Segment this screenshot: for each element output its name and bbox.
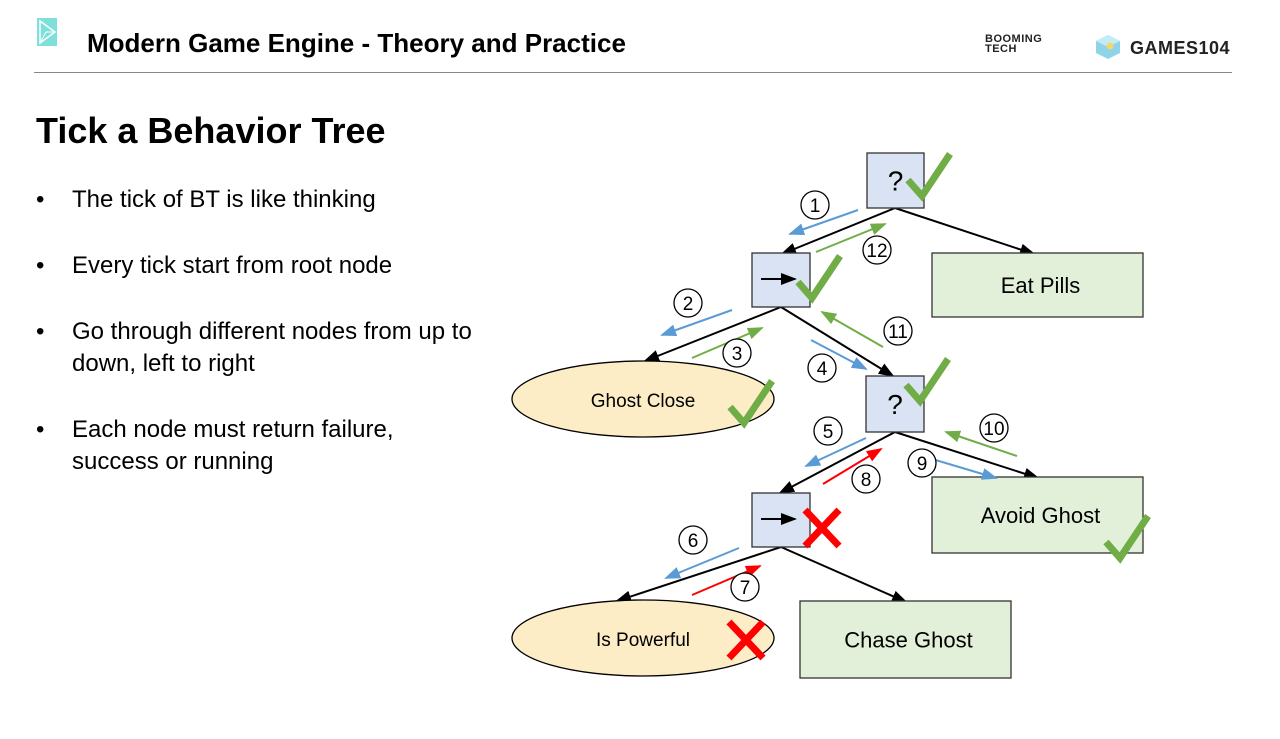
step-arrow-tick: [810, 339, 868, 370]
check-icon: [905, 152, 953, 202]
tree-edge: [643, 306, 782, 362]
step-number-circle: [862, 235, 892, 265]
step-number-circle: [678, 525, 708, 555]
step-number-circle: [722, 338, 752, 368]
step-number-circle: [979, 413, 1009, 443]
action-node-shape: [799, 600, 1012, 679]
node-chase-ghost: Chase Ghost: [799, 600, 1012, 679]
step-arrow-success: [944, 430, 1018, 457]
step-9: 9: [907, 448, 998, 480]
step-10: 10: [944, 413, 1018, 457]
step-11: 11: [820, 311, 913, 348]
cross-icon: [802, 507, 842, 549]
cross-icon: [726, 619, 766, 661]
check-icon: [727, 379, 775, 429]
play-triangle-icon: [37, 18, 57, 46]
step-number: 5: [823, 422, 834, 443]
step-8: 8: [822, 447, 883, 494]
bullet-item: Each node must return failure, success o…: [36, 414, 476, 478]
step-4: 4: [807, 339, 868, 383]
step-5: 5: [804, 416, 867, 467]
step-12: 12: [815, 223, 892, 265]
step-number: 1: [810, 196, 821, 217]
slide-title: Tick a Behavior Tree: [36, 110, 386, 151]
node-avoid-ghost: Avoid Ghost: [931, 476, 1144, 554]
node-root: ?: [866, 152, 925, 209]
condition-node-shape: [511, 599, 775, 677]
step-arrow-success: [815, 223, 887, 253]
step-number-circle: [883, 316, 913, 346]
step-7: 7: [691, 565, 762, 602]
tree-edge: [780, 207, 896, 255]
tree-edge: [780, 306, 895, 378]
step-number: 12: [866, 241, 887, 262]
games104-cube-icon: [1095, 34, 1121, 60]
check-icon: [795, 254, 843, 304]
condition-node-shape: [511, 360, 775, 438]
composite-node-shape: [866, 152, 925, 209]
bullet-list: The tick of BT is like thinking Every ti…: [36, 184, 476, 512]
selector-question-icon: ?: [888, 166, 904, 197]
step-6: 6: [664, 525, 740, 579]
step-number: 3: [732, 344, 743, 365]
tree-edge: [778, 431, 896, 494]
node-label: Avoid Ghost: [981, 503, 1100, 528]
node-label: Eat Pills: [1001, 273, 1080, 298]
bullet-item: The tick of BT is like thinking: [36, 184, 476, 216]
step-arrow-success: [820, 311, 884, 348]
step-number: 10: [983, 419, 1004, 440]
step-number: 7: [740, 578, 751, 599]
header-title: Modern Game Engine - Theory and Practice: [87, 28, 626, 58]
tree-edge: [894, 207, 1036, 256]
node-sel2: ?: [865, 375, 925, 433]
games104-logo: GAMES104: [1130, 38, 1231, 58]
check-icon: [903, 357, 951, 407]
step-number-circle: [800, 190, 830, 220]
tree-edge: [894, 431, 1040, 480]
step-number: 2: [683, 294, 694, 315]
node-label: Is Powerful: [596, 630, 690, 651]
booming-tech-logo: BOOMING TECH: [985, 33, 1043, 55]
step-1: 1: [788, 190, 859, 235]
step-arrow-tick: [804, 437, 867, 467]
tree-edge: [780, 546, 908, 603]
step-2: 2: [660, 288, 733, 336]
node-ghost-close: Ghost Close: [511, 360, 775, 438]
step-3: 3: [691, 327, 764, 368]
step-number: 6: [688, 531, 699, 552]
step-number-circle: [673, 288, 703, 318]
action-node-shape: [931, 476, 1144, 554]
node-label: Chase Ghost: [844, 628, 972, 653]
step-number: 8: [861, 470, 872, 491]
node-seq2: [751, 492, 811, 548]
tree-edge: [615, 546, 782, 603]
step-number: 9: [917, 454, 928, 475]
bullet-item: Go through different nodes from up to do…: [36, 316, 476, 380]
composite-node-shape: [865, 375, 925, 433]
step-number-circle: [730, 572, 760, 602]
step-number: 4: [817, 359, 828, 380]
selector-question-icon: ?: [887, 389, 903, 420]
step-arrow-failure: [822, 447, 883, 485]
bullet-item: Every tick start from root node: [36, 250, 476, 282]
step-number-circle: [851, 464, 881, 494]
check-icon: [1103, 514, 1151, 564]
step-number-circle: [807, 353, 837, 383]
step-arrow-tick: [788, 209, 859, 235]
node-eat-pills: Eat Pills: [931, 252, 1144, 318]
header-divider: [34, 72, 1232, 73]
step-number-circle: [907, 448, 937, 478]
action-node-shape: [931, 252, 1144, 318]
step-number-circle: [813, 416, 843, 446]
step-arrow-tick: [664, 547, 740, 579]
step-arrow-failure: [691, 565, 762, 596]
step-arrow-tick: [660, 309, 733, 336]
node-label: Ghost Close: [591, 391, 696, 412]
step-number: 11: [888, 322, 908, 343]
node-is-powerful: Is Powerful: [511, 599, 775, 677]
node-seq1: [751, 252, 811, 308]
